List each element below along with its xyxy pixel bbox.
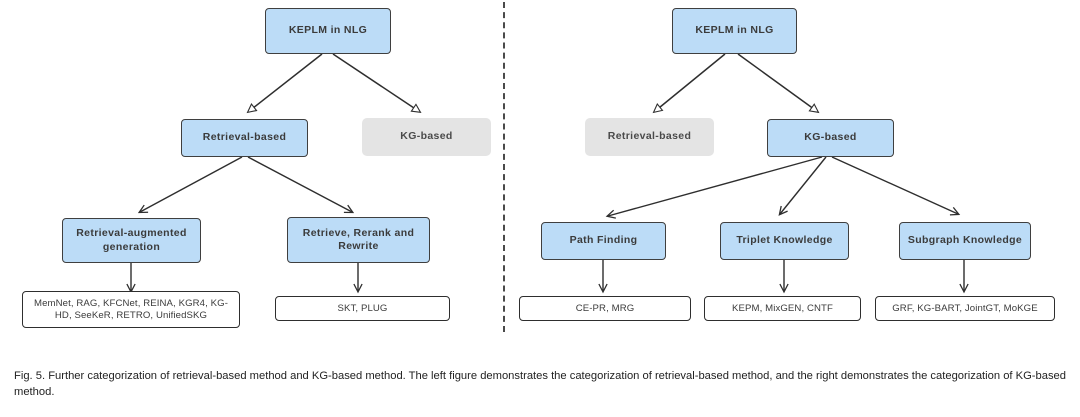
edge-left-retrieval-to-rag bbox=[140, 156, 243, 212]
right-leaf-subgraph-knowledge-methods-label: GRF, KG-BART, JointGT, MoKGE bbox=[892, 302, 1038, 314]
edge-left-root-to-kg bbox=[332, 53, 422, 114]
right-root-node[interactable]: KEPLM in NLG bbox=[672, 8, 797, 54]
left-node-kg-based-label: KG-based bbox=[400, 130, 453, 143]
left-node-retrieval-based-label: Retrieval-based bbox=[202, 131, 287, 144]
right-node-retrieval-based[interactable]: Retrieval-based bbox=[585, 118, 714, 156]
left-node-retrieval-augmented-generation-label: Retrieval-augmented generation bbox=[76, 227, 187, 253]
right-node-path-finding-label: Path Finding bbox=[569, 234, 638, 247]
edge-left-root-to-retrieval bbox=[246, 53, 323, 114]
left-node-retrieval-based[interactable]: Retrieval-based bbox=[181, 119, 308, 157]
edge-left-retrieval-to-rrr bbox=[247, 156, 352, 212]
left-root-label: KEPLM in NLG bbox=[288, 24, 368, 37]
edge-right-kg-to-pathfinding bbox=[608, 156, 823, 216]
left-leaf-retrieval-augmented-methods-label: MemNet, RAG, KFCNet, REINA, KGR4, KG-HD,… bbox=[33, 297, 228, 321]
right-node-subgraph-knowledge[interactable]: Subgraph Knowledge bbox=[899, 222, 1031, 260]
left-node-retrieval-augmented-generation[interactable]: Retrieval-augmented generation bbox=[62, 218, 201, 263]
right-node-retrieval-based-label: Retrieval-based bbox=[607, 130, 692, 143]
right-leaf-triplet-knowledge-methods-label: KEPM, MixGEN, CNTF bbox=[732, 302, 833, 314]
left-leaf-rerank-rewrite-methods-label: SKT, PLUG bbox=[337, 302, 388, 314]
right-node-path-finding[interactable]: Path Finding bbox=[541, 222, 666, 260]
right-node-kg-based-label: KG-based bbox=[804, 131, 857, 144]
figure-caption: Fig. 5. Further categorization of retrie… bbox=[14, 370, 1067, 399]
right-node-kg-based[interactable]: KG-based bbox=[767, 119, 894, 157]
left-node-retrieve-rerank-rewrite-label: Retrieve, Rerank and Rewrite bbox=[302, 226, 415, 252]
edge-right-root-to-retrieval bbox=[652, 53, 726, 114]
right-leaf-triplet-knowledge-methods[interactable]: KEPM, MixGEN, CNTF bbox=[704, 296, 861, 321]
figure-canvas: KEPLM in NLG Retrieval-based KG-based Re… bbox=[0, 2, 1080, 340]
right-leaf-path-finding-methods[interactable]: CE-PR, MRG bbox=[519, 296, 691, 321]
edge-right-kg-to-subgraph bbox=[831, 156, 958, 214]
left-root-node[interactable]: KEPLM in NLG bbox=[265, 8, 391, 54]
left-node-kg-based[interactable]: KG-based bbox=[362, 118, 491, 156]
right-leaf-subgraph-knowledge-methods[interactable]: GRF, KG-BART, JointGT, MoKGE bbox=[875, 296, 1055, 321]
edge-right-root-to-kg bbox=[737, 53, 820, 114]
edge-right-kg-to-triplet bbox=[780, 156, 827, 214]
right-leaf-path-finding-methods-label: CE-PR, MRG bbox=[575, 302, 635, 314]
right-node-triplet-knowledge-label: Triplet Knowledge bbox=[736, 234, 833, 247]
panel-divider bbox=[503, 2, 505, 332]
left-leaf-retrieval-augmented-methods[interactable]: MemNet, RAG, KFCNet, REINA, KGR4, KG-HD,… bbox=[22, 291, 240, 328]
right-node-triplet-knowledge[interactable]: Triplet Knowledge bbox=[720, 222, 849, 260]
left-leaf-rerank-rewrite-methods[interactable]: SKT, PLUG bbox=[275, 296, 450, 321]
right-node-subgraph-knowledge-label: Subgraph Knowledge bbox=[907, 234, 1023, 247]
right-root-label: KEPLM in NLG bbox=[695, 24, 774, 37]
left-node-retrieve-rerank-rewrite[interactable]: Retrieve, Rerank and Rewrite bbox=[287, 217, 430, 263]
connector-edges bbox=[0, 53, 1080, 340]
